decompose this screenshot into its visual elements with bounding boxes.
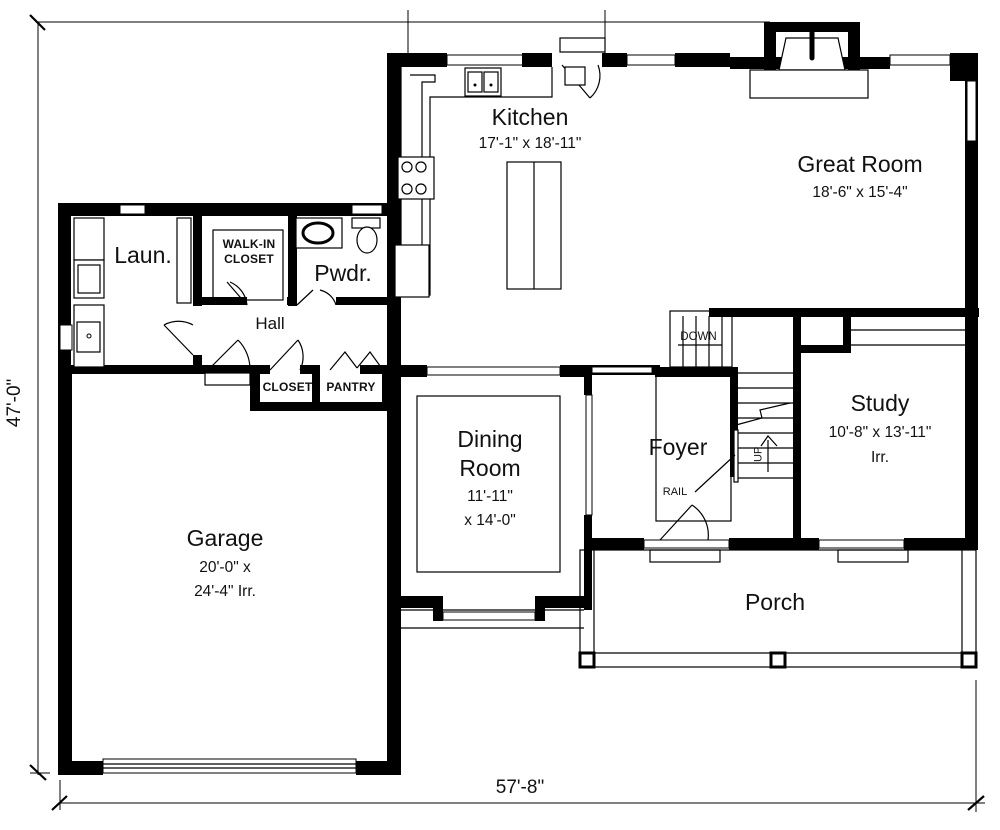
dining-room-label-2: Room [459,455,521,481]
great-room-size: 18'-6" x 15'-4" [812,184,908,201]
dining-room-size-2: x 14'-0" [464,512,516,529]
kitchen-label: Kitchen [491,104,569,130]
powder-room-label: Pwdr. [314,260,372,286]
pantry-label: PANTRY [326,380,376,394]
kitchen-size: 17'-1" x 18'-11" [478,135,582,152]
garage-size-1: 20'-0" x [199,559,251,576]
walk-in-closet-label-1: WALK-IN [222,237,276,251]
porch-structure [578,549,978,669]
foyer-label: Foyer [648,434,708,460]
dimension-lines [29,10,985,812]
dining-room-size-1: 11'-11" [467,488,513,505]
great-room-label: Great Room [797,151,923,177]
study-note: Irr. [870,449,890,466]
stair-down-label: DOWN [680,331,717,343]
garage-label: Garage [186,525,264,551]
overall-depth-dimension: 47'-0" [4,378,26,428]
study-label: Study [850,390,910,416]
overall-width-dimension: 57'-8" [495,777,545,798]
stair-up-label: UP [752,446,765,462]
walk-in-closet-label-2: CLOSET [224,252,274,266]
utility-wing-walls [58,203,401,411]
garage-size-2: 24'-4" Irr. [194,583,256,600]
dining-room-label-1: Dining [457,426,523,452]
laundry-label: Laun. [114,242,172,268]
hall-label: Hall [255,314,285,333]
study-size: 10'-8" x 13'-11" [828,424,932,441]
rail-annotation: RAIL [662,486,688,498]
garage-walls [58,365,401,775]
closet-label: CLOSET [262,380,313,394]
porch-label: Porch [744,589,806,615]
foyer-study-walls [580,308,979,563]
main-house-walls [387,22,978,550]
